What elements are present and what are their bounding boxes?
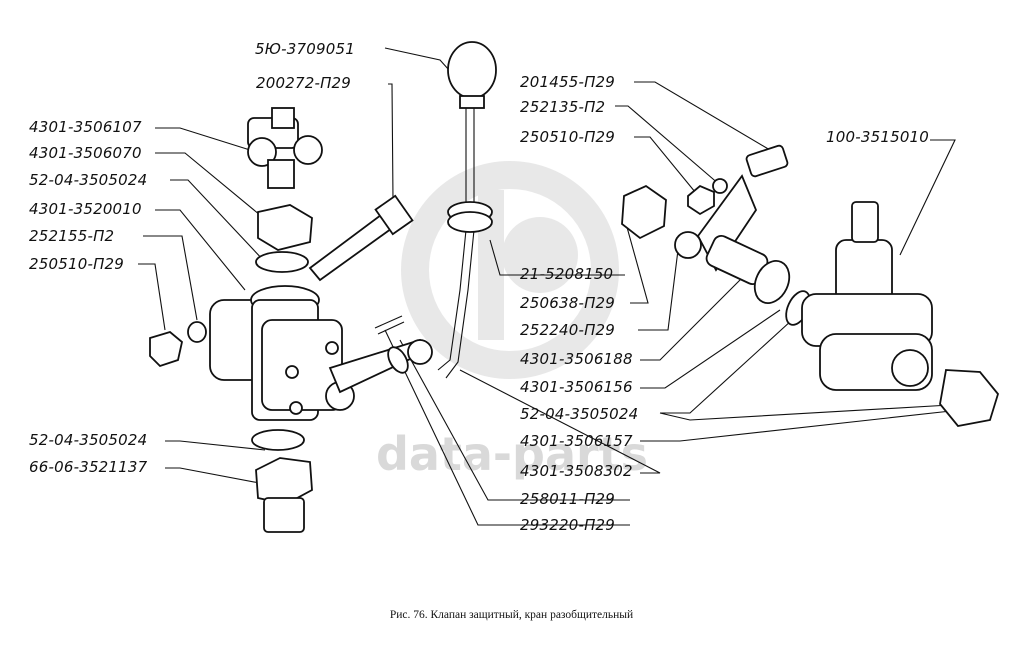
part-label: 250510-П29 [29, 255, 125, 273]
part-label: 252155-П2 [29, 227, 115, 245]
part-label: 4301-3506107 [29, 118, 142, 136]
part-label: 4301-3506157 [520, 432, 633, 450]
bracket-and-hardware-right [621, 144, 789, 272]
shift-lever-knob [437, 41, 497, 379]
part-label: 250510-П29 [520, 128, 616, 146]
part-label: 5Ю-3709051 [255, 40, 355, 58]
part-label: 4301-3508302 [520, 462, 633, 480]
part-label: 52-04-3505024 [29, 171, 148, 189]
part-label: 252240-П29 [520, 321, 616, 339]
long-bolt [308, 194, 414, 282]
part-label: 21-5208150 [520, 265, 614, 283]
watermark-text: data-parts [376, 427, 648, 481]
part-label: 293220-П29 [520, 516, 616, 534]
figure-caption: Рис. 76. Клапан защитный, кран разобщите… [389, 609, 634, 621]
part-label: 52-04-3505024 [520, 405, 639, 423]
tee-fitting [247, 107, 323, 189]
part-label: 250638-П29 [520, 294, 616, 312]
valve-body-left [209, 285, 433, 451]
valve-body-right [705, 201, 1000, 427]
part-label: 258011-П29 [520, 490, 616, 508]
part-label: 252135-П2 [520, 98, 606, 116]
part-label: 201455-П29 [520, 73, 616, 91]
leader-lines [138, 47, 961, 526]
cotter-pin [374, 315, 409, 374]
nut-and-washer-left [149, 204, 313, 368]
part-label: 66-06-3521137 [29, 458, 148, 476]
part-label: 100-3515010 [826, 128, 930, 146]
part-label: 200272-П29 [256, 74, 352, 92]
bottom-fitting-left [255, 457, 313, 533]
watermark-logo [401, 161, 619, 379]
part-label: 4301-3520010 [29, 200, 142, 218]
part-label: 4301-3506188 [520, 350, 633, 368]
part-label: 4301-3506070 [29, 144, 142, 162]
rubber-grommet [447, 201, 493, 233]
part-label: 4301-3506156 [520, 378, 633, 396]
part-label: 52-04-3505024 [29, 431, 148, 449]
